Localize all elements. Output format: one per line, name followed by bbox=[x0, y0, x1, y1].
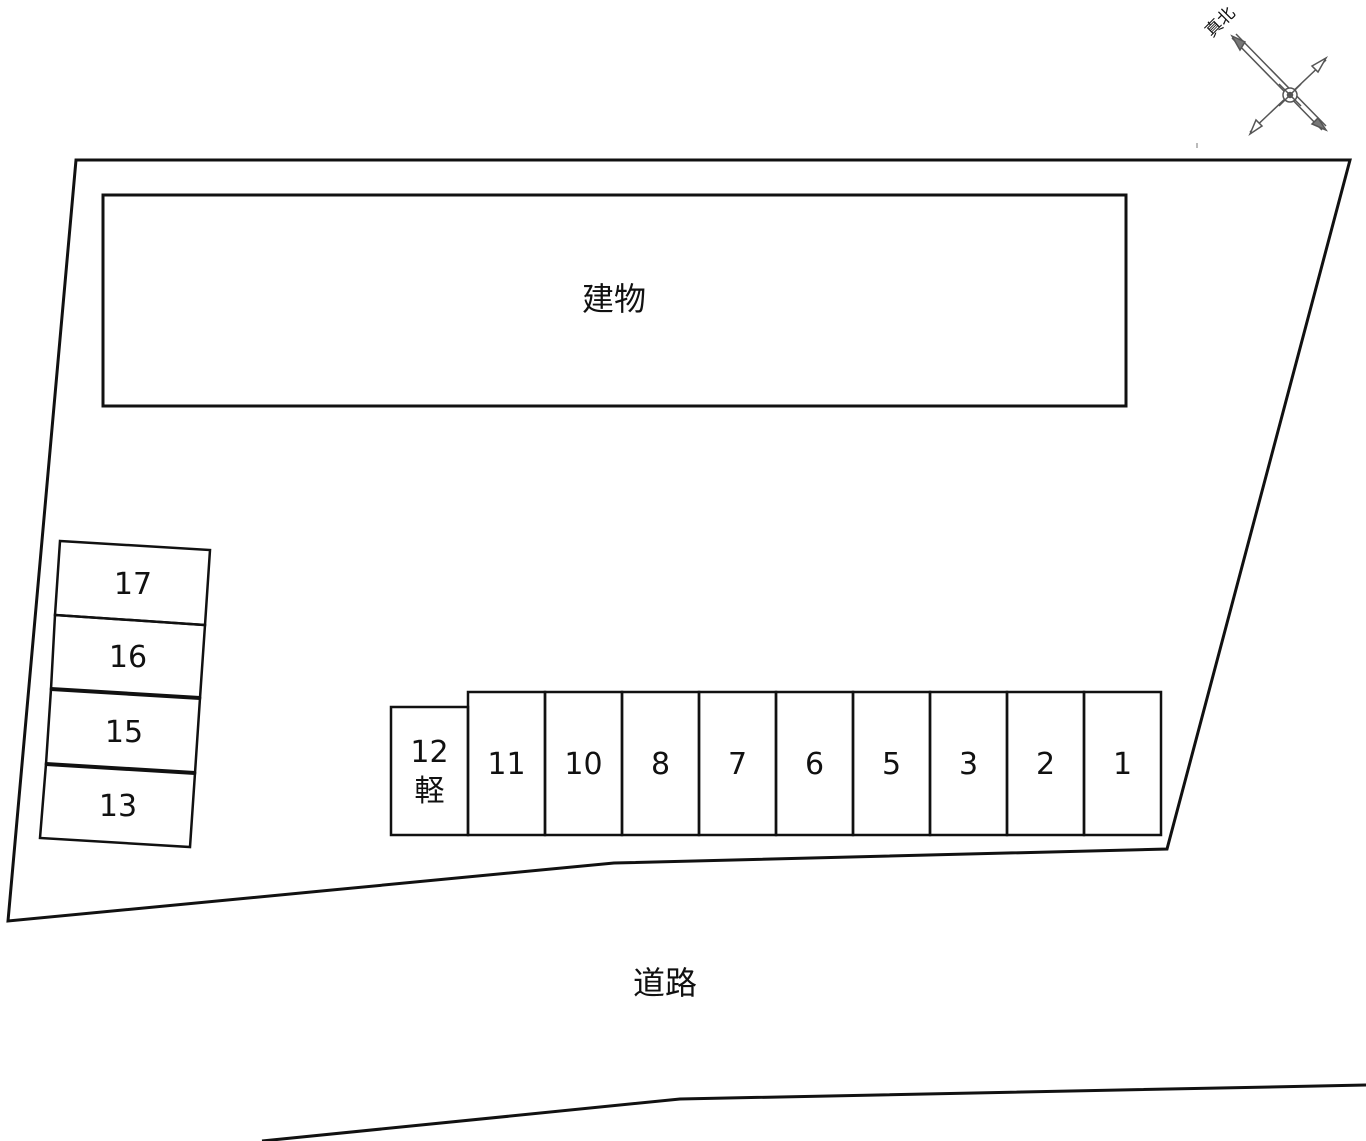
parking-space-number: 1 bbox=[1113, 747, 1132, 782]
parking-space-number: 15 bbox=[105, 715, 143, 750]
parking-space-number: 2 bbox=[1036, 747, 1055, 782]
parking-space-number: 11 bbox=[487, 747, 525, 782]
parking-space-6: 6 bbox=[774, 690, 855, 837]
parking-space-number: 6 bbox=[805, 747, 824, 782]
parking-space-number: 3 bbox=[959, 747, 978, 782]
parking-space-number: 16 bbox=[109, 640, 147, 675]
parking-space-7: 7 bbox=[697, 690, 778, 837]
parking-space-number: 12 bbox=[410, 735, 448, 770]
building: 建物 bbox=[101, 193, 1128, 408]
building-label: 建物 bbox=[582, 280, 646, 318]
parking-space-number: 13 bbox=[99, 789, 137, 824]
kei-car-note: 軽 bbox=[415, 774, 445, 809]
parking-space-16: 16 bbox=[49, 613, 207, 700]
parking-space-15: 15 bbox=[44, 687, 202, 775]
road-label: 道路 bbox=[633, 964, 697, 1002]
parking-space-17: 17 bbox=[53, 539, 212, 627]
parking-space-number: 7 bbox=[728, 747, 747, 782]
compass-label: 真北 bbox=[1201, 3, 1239, 41]
parking-space-5: 5 bbox=[851, 690, 932, 837]
parking-space-10: 10 bbox=[543, 690, 624, 837]
parking-space-3: 3 bbox=[928, 690, 1009, 837]
bottom-parking-row: 12 軽 11 10 8 7 6 5 3 bbox=[389, 690, 1163, 837]
north-arrow-icon bbox=[1230, 33, 1329, 137]
site-boundary bbox=[6, 158, 1352, 923]
parking-space-number: 5 bbox=[882, 747, 901, 782]
parking-space-11: 11 bbox=[466, 690, 547, 837]
parking-space-number: 10 bbox=[564, 747, 602, 782]
parking-space-8: 8 bbox=[620, 690, 701, 837]
parking-space-2: 2 bbox=[1005, 690, 1086, 837]
parking-space-number: 17 bbox=[114, 567, 152, 602]
road-edge bbox=[261, 1083, 1366, 1141]
parking-space-12: 12 軽 bbox=[389, 705, 470, 837]
parking-space-number: 8 bbox=[651, 747, 670, 782]
parking-space-13: 13 bbox=[38, 762, 197, 849]
left-parking-column: 17 16 15 13 bbox=[38, 539, 212, 849]
parking-space-1: 1 bbox=[1082, 690, 1163, 837]
